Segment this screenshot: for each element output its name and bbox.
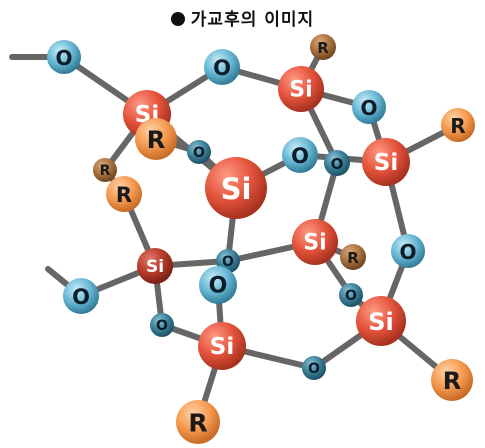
title-bullet-icon xyxy=(170,12,185,26)
r-group-atom-r5: R xyxy=(106,176,142,212)
r-group-atom-r6: R xyxy=(340,244,366,270)
oxygen-atom-o8: O xyxy=(199,266,237,304)
r-group-atom-ball xyxy=(176,400,220,444)
oxygen-atom-label: O xyxy=(308,361,320,377)
oxygen-atom-ball xyxy=(339,283,363,307)
silicon-atom-label: Si xyxy=(289,78,312,103)
silicon-atom-si5: Si xyxy=(137,248,173,284)
r-group-atom-r8: R xyxy=(176,400,220,444)
oxygen-atom-ball xyxy=(204,49,240,85)
r-group-atom-r4: R xyxy=(93,158,117,182)
oxygen-atom-ball xyxy=(199,266,237,304)
oxygen-atom-o13: O xyxy=(302,356,326,380)
r-group-atom-ball xyxy=(135,118,177,160)
oxygen-atom-o2: O xyxy=(204,49,240,85)
r-group-atom-ball xyxy=(441,108,475,142)
oxygen-atom-label: O xyxy=(213,56,231,80)
diagram-title: 가교후의 이미지 xyxy=(0,5,485,30)
silicon-atom-label: Si xyxy=(221,172,252,206)
silicon-atom-ball xyxy=(137,248,173,284)
oxygen-atom-label: O xyxy=(399,240,416,264)
r-group-atom-label: R xyxy=(100,163,111,179)
r-group-atom-r1: R xyxy=(310,34,336,60)
oxygen-atom-o6: O xyxy=(324,150,350,176)
oxygen-atom-o9: O xyxy=(391,234,425,268)
silicon-atom-ball xyxy=(198,322,246,370)
r-group-atom-label: R xyxy=(317,39,329,57)
r-group-atom-ball xyxy=(340,244,366,270)
oxygen-atom-ball xyxy=(391,234,425,268)
silicon-atom-label: Si xyxy=(146,257,164,277)
oxygen-atom-label: O xyxy=(55,46,72,70)
r-group-atom-label: R xyxy=(188,409,207,438)
diagram-title-text: 가교후의 이미지 xyxy=(190,10,315,30)
oxygen-atom-o10: O xyxy=(63,278,99,314)
silicon-atom-ball xyxy=(205,157,267,219)
oxygen-atom-label: O xyxy=(331,155,344,173)
oxygen-atom-label: O xyxy=(291,144,309,168)
oxygen-atom-o3: O xyxy=(352,90,386,124)
oxygen-atom-ball xyxy=(302,356,326,380)
silicon-atom-ball xyxy=(292,219,338,265)
oxygen-atom-ball xyxy=(324,150,350,176)
oxygen-atom-o5: O xyxy=(282,137,318,173)
oxygen-atom-label: O xyxy=(360,96,377,120)
silicon-atom-si4: Si xyxy=(362,138,410,186)
silicon-atom-si2: Si xyxy=(278,66,324,112)
oxygen-atom-label: O xyxy=(209,274,228,299)
silicon-atom-si7: Si xyxy=(356,296,406,346)
silicon-atom-label: Si xyxy=(303,231,326,256)
oxygen-atom-label: O xyxy=(193,145,205,161)
oxygen-atom-label: O xyxy=(345,288,357,304)
r-group-atom-label: R xyxy=(147,126,165,154)
oxygen-atom-label: O xyxy=(156,318,168,334)
oxygen-atom-ball xyxy=(47,40,81,74)
r-group-atom-r7: R xyxy=(431,359,473,401)
silicon-atom-ball xyxy=(356,296,406,346)
oxygen-atom-label: O xyxy=(222,254,234,270)
oxygen-atom-o4: O xyxy=(187,140,211,164)
r-group-atom-ball xyxy=(93,158,117,182)
oxygen-atom-ball xyxy=(150,313,174,337)
oxygen-atom-ball xyxy=(63,278,99,314)
silicon-atom-label: Si xyxy=(374,150,398,176)
silicon-atom-ball xyxy=(278,66,324,112)
silicon-atom-ball xyxy=(362,138,410,186)
silicon-atom-label: Si xyxy=(368,308,394,336)
oxygen-atom-o1: O xyxy=(47,40,81,74)
r-group-atom-label: R xyxy=(116,183,132,207)
oxygen-atom-label: O xyxy=(72,285,90,309)
silicon-atom-label: Si xyxy=(210,334,234,360)
silicon-atom-si3: Si xyxy=(205,157,267,219)
silicon-atom-si8: Si xyxy=(198,322,246,370)
oxygen-atom-o12: O xyxy=(150,313,174,337)
oxygen-atom-ball xyxy=(352,90,386,124)
r-group-atom-ball xyxy=(431,359,473,401)
r-group-atom-ball xyxy=(106,176,142,212)
r-group-atom-ball xyxy=(310,34,336,60)
oxygen-atom-ball xyxy=(187,140,211,164)
oxygen-atom-ball xyxy=(282,137,318,173)
r-group-atom-label: R xyxy=(347,249,359,267)
r-group-atom-label: R xyxy=(443,367,461,395)
oxygen-atom-o11: O xyxy=(339,283,363,307)
r-group-atom-r3: R xyxy=(135,118,177,160)
r-group-atom-label: R xyxy=(450,114,465,138)
r-group-atom-r2: R xyxy=(441,108,475,142)
silicon-atom-si6: Si xyxy=(292,219,338,265)
